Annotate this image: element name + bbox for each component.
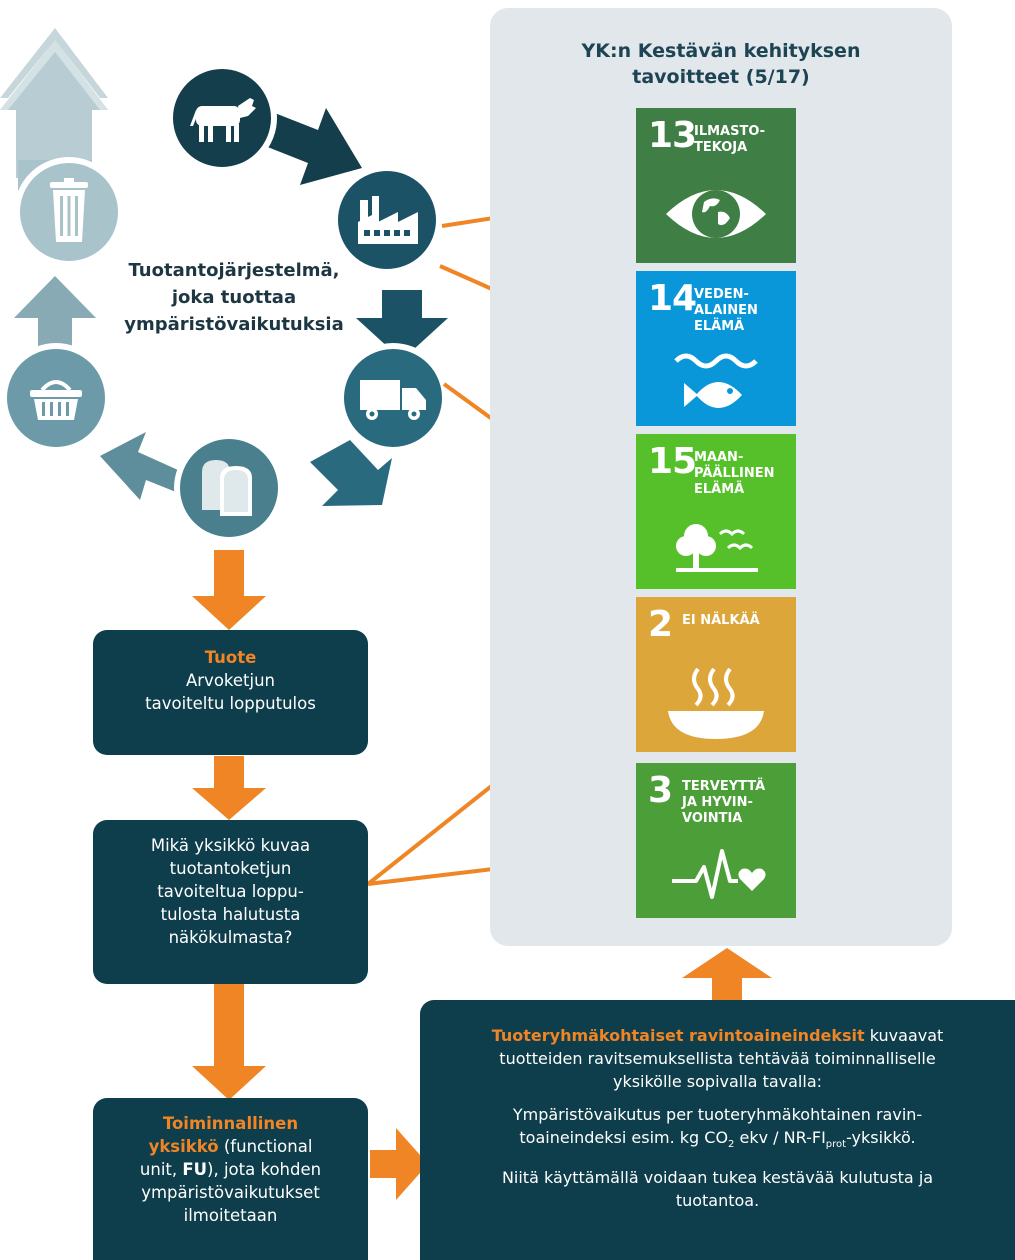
sdg-title-line: tavoitteet (5/17): [632, 66, 810, 88]
sdg-name-line: ELÄMÄ: [694, 319, 745, 334]
sdg-name-line: ALAINEN: [694, 303, 758, 318]
index-text: kuvaavat: [864, 1026, 944, 1045]
functional-unit-highlight: yksikkö: [148, 1137, 219, 1156]
sdg-name: EI NÄLKÄÄ: [682, 613, 760, 629]
sdg-number: 2: [648, 604, 673, 645]
product-heading: Tuote: [204, 648, 257, 667]
sdg-name-line: TEKOJA: [694, 140, 748, 155]
functional-unit-box: Toiminnallinen yksikkö (functional unit,…: [93, 1098, 368, 1260]
index-subscript: 2: [728, 1139, 735, 1151]
sdg-number: 14: [648, 278, 697, 319]
trash-can-icon: [50, 178, 88, 242]
bread-icon: [202, 460, 252, 516]
functional-unit-highlight: Toiminnallinen: [162, 1114, 299, 1133]
sdg-name: MAAN- PÄÄLLINEN ELÄMÄ: [694, 450, 775, 498]
sdg-title: YK:n Kestävän kehityksen tavoitteet (5/1…: [490, 38, 952, 90]
index-subscript: prot: [825, 1139, 847, 1151]
question-line: tuotantoketjun: [169, 859, 292, 878]
cow-stage: [167, 63, 277, 173]
functional-unit-text: unit,: [139, 1160, 183, 1179]
cow-icon: [190, 98, 256, 142]
sdg-number: 15: [648, 441, 697, 482]
nutrient-index-box: Tuoteryhmäkohtaiset ravintoaineindeksit …: [420, 1000, 1015, 1260]
question-line: näkökulmasta?: [168, 928, 293, 947]
index-text: Niitä käyttämällä voidaan tukea kestävää…: [501, 1168, 934, 1188]
product-box: Tuote Arvoketjun tavoiteltu lopputulos: [93, 630, 368, 755]
index-text: Ympäristövaikutus per tuoteryhmäkohtaine…: [512, 1105, 923, 1124]
functional-unit-line: ympäristövaikutukset: [141, 1183, 320, 1202]
sdg-name-line: JA HYVIN-: [682, 795, 753, 810]
question-box: Mikä yksikkö kuvaa tuotantoketjun tavoit…: [93, 820, 368, 984]
sdg-number: 3: [648, 770, 673, 811]
question-line: tavoiteltua loppu-: [157, 882, 304, 901]
index-paragraph-1: Tuoteryhmäkohtaiset ravintoaineindeksit …: [436, 1024, 999, 1093]
exit-arrow-icon: [0, 28, 108, 178]
functional-unit-line: ilmoitetaan: [183, 1206, 278, 1225]
index-text: toaineindeksi esim. kg CO: [519, 1128, 729, 1147]
product-line: tavoiteltu lopputulos: [145, 694, 316, 713]
sdg-tile-13: 13 ILMASTO- TEKOJA: [636, 108, 796, 263]
sdg-name-line: VOINTIA: [682, 811, 743, 826]
factory-stage: [332, 165, 442, 275]
fish-waves-icon: [674, 353, 758, 408]
basket-icon: [30, 380, 82, 420]
sdg-name: VEDEN- ALAINEN ELÄMÄ: [694, 287, 758, 335]
sdg-name-line: PÄÄLLINEN: [694, 466, 775, 481]
sdg-name-line: ILMASTO-: [694, 124, 766, 139]
sdg-tile-3: 3 TERVEYTTÄ JA HYVIN- VOINTIA: [636, 763, 796, 918]
trash-stage: [14, 157, 124, 267]
sdg-name-line: ELÄMÄ: [694, 482, 745, 497]
truck-stage: [338, 343, 448, 453]
sdg-number: 13: [648, 115, 697, 156]
question-line: Mikä yksikkö kuvaa: [150, 836, 311, 855]
index-text: ekv / NR-FI: [734, 1128, 826, 1147]
sdg-name: ILMASTO- TEKOJA: [694, 124, 765, 156]
tree-birds-icon: [676, 524, 758, 572]
sdg-title-line: YK:n Kestävän kehityksen: [581, 40, 861, 62]
cycle-label-line: Tuotantojärjestelmä,: [128, 260, 340, 281]
functional-unit-text: (functional: [218, 1137, 313, 1156]
cycle-label: Tuotantojärjestelmä, joka tuottaa ympäri…: [100, 257, 368, 338]
steaming-bowl-icon: [668, 667, 764, 739]
index-text: -yksikkö.: [846, 1128, 916, 1147]
sdg-name: TERVEYTTÄ JA HYVIN- VOINTIA: [682, 779, 765, 827]
cycle-label-line: ympäristövaikutuksia: [124, 314, 344, 335]
index-paragraph-3: Niitä käyttämällä voidaan tukea kestävää…: [436, 1166, 999, 1212]
functional-unit-text: ), jota kohden: [207, 1160, 322, 1179]
index-highlight: Tuoteryhmäkohtaiset ravintoaineindeksit: [491, 1026, 865, 1045]
index-paragraph-2: Ympäristövaikutus per tuoteryhmäkohtaine…: [436, 1103, 999, 1156]
truck-icon: [360, 380, 426, 420]
sdg-name-line: MAAN-: [694, 450, 744, 465]
sdg-name-line: EI NÄLKÄÄ: [682, 613, 760, 628]
sdg-name-line: TERVEYTTÄ: [682, 779, 766, 794]
heartbeat-icon: [672, 849, 766, 899]
sdg-tile-15: 15 MAAN- PÄÄLLINEN ELÄMÄ: [636, 434, 796, 589]
factory-icon: [358, 196, 418, 244]
bread-stage: [174, 433, 284, 543]
cycle-arrows: [14, 108, 448, 506]
index-text: yksikölle sopivalla tavalla:: [612, 1072, 823, 1091]
index-text: tuotantoa.: [675, 1191, 760, 1211]
product-line: Arvoketjun: [185, 671, 276, 690]
sdg-tile-14: 14 VEDEN- ALAINEN ELÄMÄ: [636, 271, 796, 426]
basket-stage: [1, 343, 111, 453]
functional-unit-abbr: FU: [182, 1160, 208, 1179]
cycle-label-line: joka tuottaa: [171, 287, 297, 308]
question-line: tulosta halutusta: [160, 905, 301, 924]
sdg-name-line: VEDEN-: [694, 287, 749, 302]
sdg-tile-2: 2 EI NÄLKÄÄ: [636, 597, 796, 752]
eye-globe-icon: [666, 190, 766, 238]
flow-arrows: [192, 550, 772, 1200]
index-text: tuotteiden ravitsemuksellista tehtävää t…: [499, 1049, 936, 1068]
